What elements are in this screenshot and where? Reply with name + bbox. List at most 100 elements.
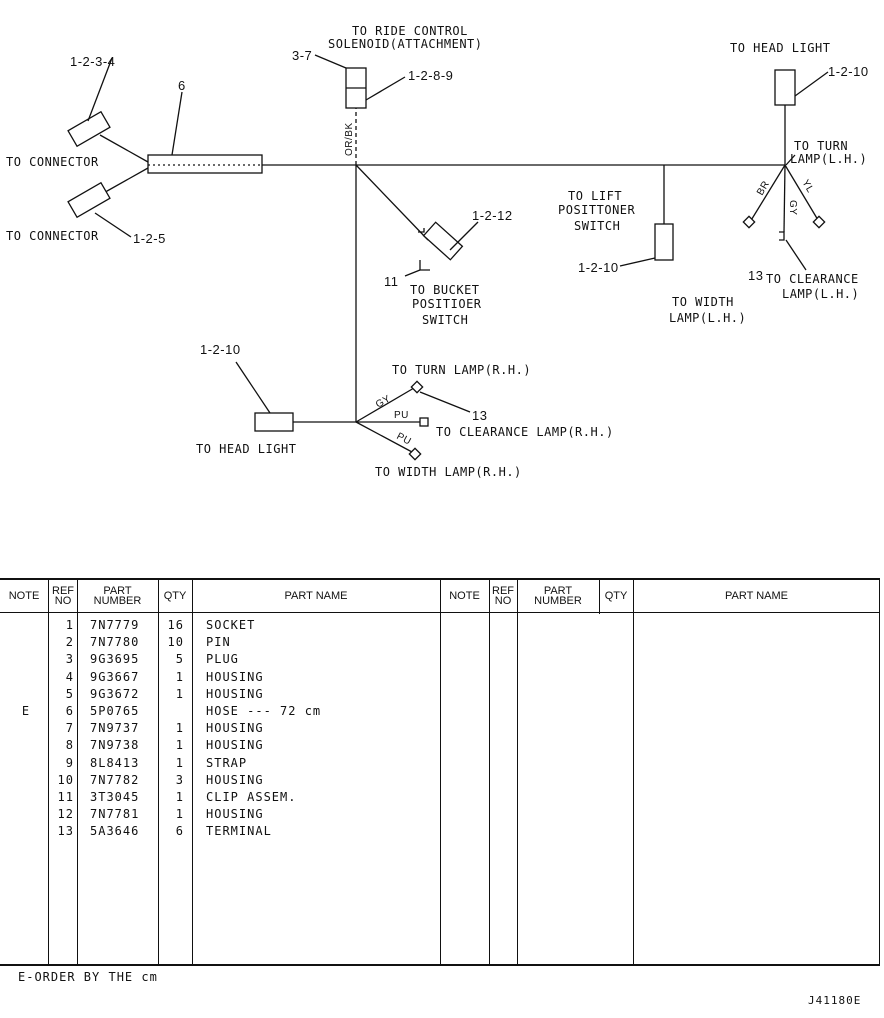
label-connector-2: TO CONNECTOR [6,229,99,243]
wiring-harness-diagram: TO RIDE CONTROL SOLENOID(ATTACHMENT) TO … [6,24,869,479]
ref-13-lh: 13 [748,268,763,283]
label-turn-rh: TO TURN LAMP(R.H.) [392,363,531,377]
ref-1-2-10-bottom: 1-2-10 [200,342,241,357]
cell-qty: 3 [175,772,184,787]
cell-part-number: 7N9738 [90,738,140,753]
cell-part-number: 7N7782 [90,772,140,787]
cell-ref-no: 10 [57,772,74,787]
cell-part-number: 9G3695 [90,652,140,667]
cell-ref-no: 8 [65,738,74,753]
cell-part-number: 7N7781 [90,807,140,822]
cell-part-number: 7N7779 [90,618,140,632]
lift-switch-housing [654,223,674,261]
label-clearance-lh-2: LAMP(L.H.) [782,287,859,301]
connector-housing-2 [67,181,111,219]
cell-part-name: HOUSING [206,721,264,736]
cell-ref-no: 11 [57,789,74,804]
cell-ref-no: 12 [57,807,74,822]
document-id: J41180E [808,994,862,1007]
cell-part-number: 9G3672 [90,686,140,701]
cell-part-number: 7N7780 [90,635,140,650]
cell-part-name: HOUSING [206,772,264,787]
label-lift-2: POSITTONER [558,203,636,217]
cell-qty: 1 [175,755,184,770]
label-clearance-lh: TO CLEARANCE [766,272,859,286]
ref-1-2-10-lift: 1-2-10 [578,260,619,275]
cell-ref-no: 9 [65,755,74,770]
cell-part-name: SOCKET [206,618,256,632]
cell-part-number: 8L8413 [90,755,140,770]
cell-qty: 5 [175,652,184,667]
table-row: 12 7N7781 1 HOUSING [0,807,880,824]
cell-note: E [21,703,31,718]
label-ride-control: TO RIDE CONTROL [352,24,468,38]
label-width-rh: TO WIDTH LAMP(R.H.) [375,465,522,479]
label-turn-lh: TO TURN [794,139,848,153]
ref-6: 6 [178,78,186,93]
ref-1-2-5: 1-2-5 [133,231,166,246]
wire-code-or-bk: OR/BK [344,122,355,156]
bucket-switch-housing [422,221,464,261]
ref-1-2-12: 1-2-12 [472,208,513,223]
label-turn-lh-2: LAMP(L.H.) [790,152,867,166]
table-row: 8 7N9738 1 HOUSING [0,738,880,755]
header-qty: QTY [163,590,187,602]
cell-part-number: 5A3646 [90,824,140,839]
ref-1-2-8-9: 1-2-8-9 [408,68,453,83]
label-head-light-bottom: TO HEAD LIGHT [196,442,296,456]
cell-ref-no: 6 [65,703,74,718]
header-qty-2: QTY [604,590,628,602]
header-part-name-2: PART NAME [725,590,788,602]
wire-to-bucket-switch [355,164,429,241]
cell-part-number: 3T3045 [90,789,140,804]
wire-to-connector-2 [99,167,149,196]
cell-part-number: 9G3667 [90,669,140,684]
cell-ref-no: 5 [65,686,74,701]
cell-ref-no: 13 [57,824,74,839]
wire-code-br: BR [755,179,772,197]
cell-part-name: PIN [206,635,231,650]
wire-code-gy-rh: GY [374,393,393,410]
ref-3-7: 3-7 [292,48,312,63]
cell-qty: 1 [175,669,184,684]
header-note: NOTE [8,590,40,602]
cell-part-number: 5P0765 [90,703,140,718]
cell-qty: 10 [167,635,184,650]
cell-ref-no: 3 [65,652,74,667]
head-light-bottom-housing [254,412,294,432]
header-note-2: NOTE [449,590,480,602]
ref-1-2-10-top: 1-2-10 [828,64,869,79]
head-light-top-housing [774,69,796,106]
footnote: E-ORDER BY THE cm [18,970,158,984]
label-width-lh-2: LAMP(L.H.) [669,311,746,325]
wire-pu-2 [355,421,413,453]
table-row: 10 7N7782 3 HOUSING [0,773,880,790]
label-clearance-rh: TO CLEARANCE LAMP(R.H.) [436,425,614,439]
cell-ref-no: 7 [65,721,74,736]
label-bucket-1: TO BUCKET [410,283,480,297]
cell-part-name: STRAP [206,755,248,770]
hose-sleeve [147,154,263,174]
cell-qty: 1 [175,738,184,753]
wire-code-pu-2: PU [395,431,413,448]
cell-part-name: HOUSING [206,738,264,753]
ref-11: 11 [384,274,399,289]
label-ride-control-2: SOLENOID(ATTACHMENT) [328,37,483,51]
label-bucket-2: POSITIOER [412,297,482,311]
cell-qty: 1 [175,807,184,822]
cell-part-name: HOUSING [206,807,264,822]
cell-qty: 1 [175,789,184,804]
cell-part-name: TERMINAL [206,824,272,839]
label-bucket-3: SWITCH [422,313,468,327]
label-head-light-top: TO HEAD LIGHT [730,41,830,55]
connector-housing-1 [67,110,111,148]
